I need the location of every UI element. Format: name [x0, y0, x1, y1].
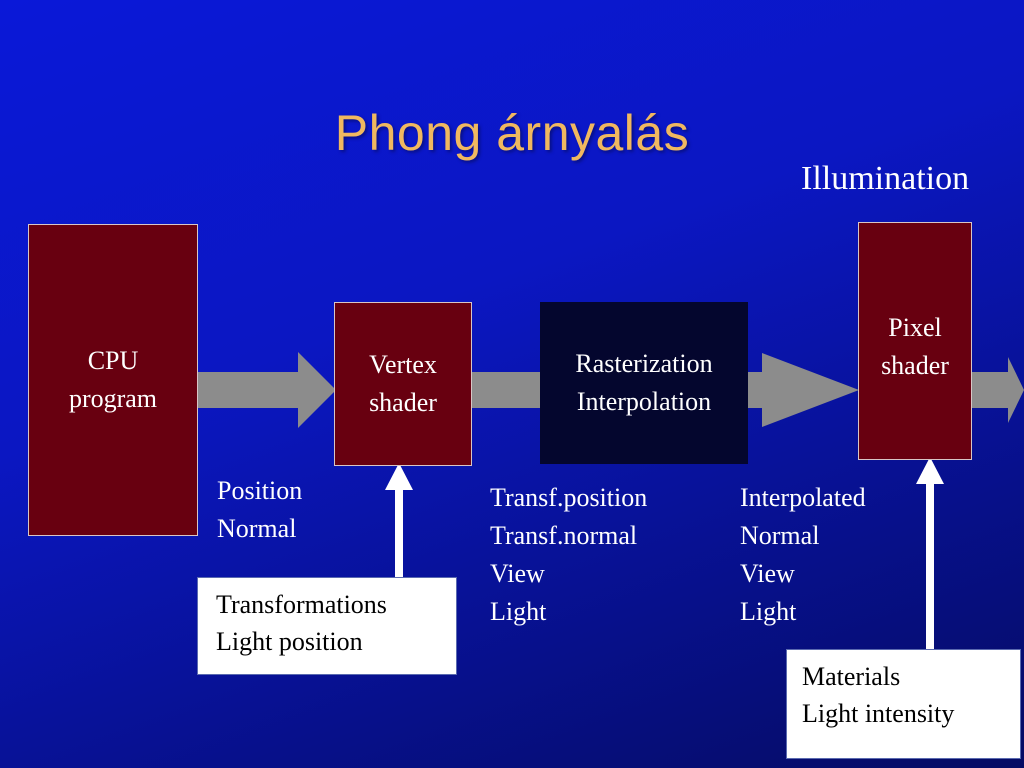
pixel-uniforms-box: Materials Light intensity	[786, 649, 1021, 759]
cpu-node-line-1: CPU	[87, 346, 139, 375]
vertex-output-line-1: Transf.position	[490, 483, 648, 512]
flow-arrow-raster-to-pixel	[747, 353, 859, 427]
pixel-node-line-1: Pixel	[888, 313, 942, 342]
vertex-output-line-4: Light	[490, 597, 547, 626]
vertex-output-label: Transf.position Transf.normal View Light	[490, 479, 647, 631]
cpu-node-line-2: program	[68, 384, 158, 413]
vertex-uniforms-line-2: Light position	[216, 627, 363, 656]
flow-arrow-cpu-to-vertex	[197, 352, 336, 428]
cpu-program-node: CPU program	[28, 224, 198, 536]
rasterization-node: Rasterization Interpolation	[540, 302, 748, 464]
pixel-uniforms-line-2: Light intensity	[802, 699, 955, 728]
cpu-output-line-2: Normal	[217, 514, 297, 543]
raster-output-line-4: Light	[740, 597, 797, 626]
cpu-output-label: Position Normal	[217, 472, 302, 548]
slide-title: Phong árnyalás	[334, 105, 690, 161]
vertex-shader-node: Vertex shader	[334, 302, 472, 466]
raster-output-line-1: Interpolated	[740, 483, 866, 512]
vertex-uniforms-line-1: Transformations	[216, 590, 387, 619]
pixel-shader-node: Pixel shader	[858, 222, 972, 460]
vertex-output-line-2: Transf.normal	[490, 521, 638, 550]
flow-arrow-pixel-out	[971, 357, 1024, 423]
raster-output-line-3: View	[740, 559, 795, 588]
vertex-output-line-3: View	[490, 559, 545, 588]
raster-output-label: Interpolated Normal View Light	[740, 479, 866, 631]
raster-output-line-2: Normal	[740, 521, 820, 550]
vertex-uniforms-box: Transformations Light position	[197, 577, 457, 675]
pixel-uniforms-line-1: Materials	[802, 662, 901, 691]
vertex-node-line-1: Vertex	[369, 350, 437, 379]
raster-node-line-2: Interpolation	[576, 387, 712, 416]
pixel-node-line-2: shader	[881, 351, 949, 380]
input-arrow-to-vertex	[385, 463, 413, 578]
raster-node-line-1: Rasterization	[575, 349, 713, 378]
vertex-node-line-2: shader	[369, 388, 437, 417]
cpu-output-line-1: Position	[217, 476, 303, 505]
illumination-label: Illumination	[801, 160, 970, 197]
input-arrow-to-pixel	[916, 457, 944, 650]
flow-arrow-vertex-to-raster	[471, 372, 540, 408]
